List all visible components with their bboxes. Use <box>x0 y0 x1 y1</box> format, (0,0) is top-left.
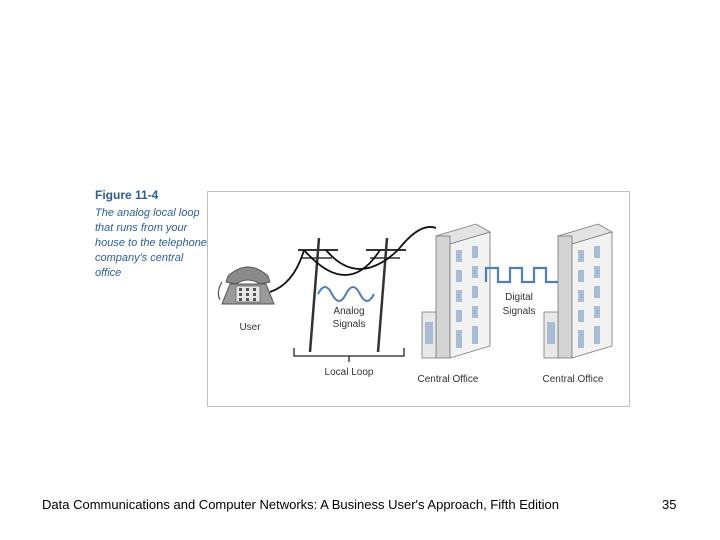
digital-signals-label-line2: Signals <box>503 306 536 317</box>
figure-caption: Figure 11-4 The analog local loop that r… <box>95 188 207 281</box>
digital-signal-wave <box>484 266 558 284</box>
utility-pole-right <box>366 237 406 353</box>
central-office-building-1 <box>421 223 492 359</box>
page-number: 35 <box>662 497 677 512</box>
central-office-building-2 <box>543 223 614 359</box>
local-loop-diagram: User Analog Signals Digital Signals Loca… <box>207 191 630 407</box>
figure-caption-text: The analog local loop that runs from you… <box>95 207 207 279</box>
telephone-wire <box>269 226 437 293</box>
local-loop-label: Local Loop <box>325 367 374 378</box>
user-label: User <box>239 322 261 333</box>
digital-signals-label-line1: Digital <box>505 292 533 303</box>
figure-number: Figure 11-4 <box>95 188 159 202</box>
central-office-label-2: Central Office <box>543 374 604 385</box>
central-office-label-1: Central Office <box>418 374 479 385</box>
analog-signals-label-line1: Analog <box>333 306 364 317</box>
footer-book-title: Data Communications and Computer Network… <box>42 497 559 512</box>
analog-signals-label-line2: Signals <box>333 319 366 330</box>
analog-signal-wave <box>317 286 375 302</box>
telephone-icon <box>217 266 275 305</box>
